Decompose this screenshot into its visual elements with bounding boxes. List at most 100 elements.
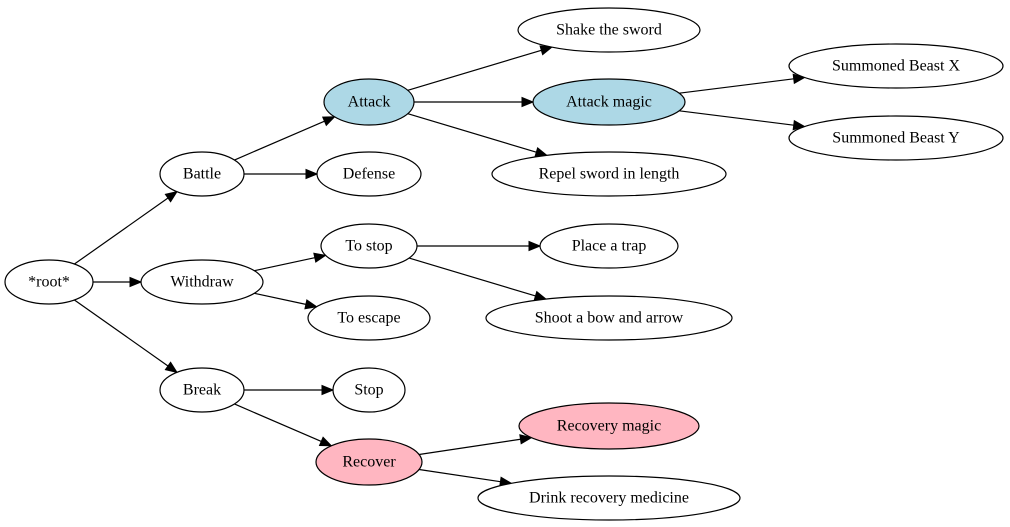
node-recover: Recover [315,438,423,486]
edge-line [419,468,501,483]
arrowhead-icon [304,299,318,310]
edge-attack-to-attack_magic [414,96,535,108]
arrowhead-icon [321,384,335,396]
node-beast-x: Summoned Beast X [788,43,1004,89]
node-ellipse [4,259,94,305]
node-ellipse [159,151,245,197]
arrowhead-icon [539,45,554,56]
edge-root-to-break [74,299,179,374]
node-ellipse [788,43,1004,89]
edges-layer [74,45,806,487]
node-recovery-magic: Recovery magic [518,402,700,450]
node-label: To escape [337,310,400,327]
node-label: Attack [348,94,391,111]
edge-withdraw-to-to_escape [254,292,318,310]
edge-line [74,299,169,367]
arrowhead-icon [528,240,542,252]
node-ellipse [477,475,741,521]
node-ellipse [159,367,245,413]
node-drink-medicine: Drink recovery medicine [477,475,741,521]
edge-root-to-battle [74,190,179,265]
edge-line [234,403,322,442]
edge-withdraw-to-to_stop [254,252,327,272]
node-shoot-bow: Shoot a bow and arrow [485,295,733,341]
arrowhead-icon [521,96,535,108]
edge-battle-to-defense [244,168,319,180]
edge-line [407,113,537,153]
node-ellipse [323,78,415,126]
node-label: Stop [354,382,383,399]
node-root: *root* [4,259,94,305]
edge-attack-to-repel_sword [407,113,549,158]
node-label: Recover [342,454,396,471]
node-ellipse [332,367,406,413]
node-label: Repel sword in length [539,166,680,183]
edge-attack-to-shake_sword [407,45,554,91]
node-ellipse [485,295,733,341]
arrowhead-icon [129,276,143,288]
node-label: Drink recovery medicine [529,490,689,507]
node-to-escape: To escape [307,295,431,341]
edge-recover-to-recovery_magic [419,434,533,456]
node-ellipse [307,295,431,341]
edge-to_stop-to-place_trap [417,240,542,252]
edge-root-to-withdraw [93,276,143,288]
edge-line [254,292,307,305]
node-label: Attack magic [566,94,652,111]
node-break: Break [159,367,245,413]
node-ellipse [539,223,679,269]
node-label: Defense [343,166,395,183]
edge-break-to-stop [244,384,335,396]
node-defense: Defense [316,151,422,197]
node-attack: Attack [323,78,415,126]
arrowhead-icon [305,168,319,180]
node-to-stop: To stop [320,223,418,269]
node-withdraw: Withdraw [140,259,264,305]
node-ellipse [315,438,423,486]
edge-line [254,257,315,272]
node-label: To stop [345,238,392,255]
node-label: Summoned Beast X [832,58,960,75]
node-attack-magic: Attack magic [532,78,686,126]
node-shake-sword: Shake the sword [517,7,701,53]
edge-battle-to-attack [234,116,336,161]
node-label: Shoot a bow and arrow [535,310,684,327]
node-ellipse [517,7,701,53]
node-label: Shake the sword [556,22,662,39]
edge-line [679,110,794,126]
node-label: *root* [28,274,70,291]
edge-line [408,257,536,297]
node-battle: Battle [159,151,245,197]
node-label: Place a trap [572,238,647,255]
node-stop: Stop [332,367,406,413]
edge-line [407,49,542,91]
node-ellipse [491,151,727,197]
arrowhead-icon [318,436,333,447]
arrowhead-icon [164,190,179,203]
edge-break-to-recover [234,403,333,447]
edge-line [234,120,325,161]
node-repel-sword: Repel sword in length [491,151,727,197]
node-beast-y: Summoned Beast Y [788,115,1004,161]
node-ellipse [532,78,686,126]
arrowhead-icon [164,361,179,374]
node-ellipse [316,151,422,197]
node-label: Recovery magic [557,418,661,435]
node-label: Battle [183,166,221,183]
edge-attack_magic-to-beast_y [679,110,806,131]
edge-line [74,197,169,265]
node-ellipse [140,259,264,305]
edge-to_stop-to-shoot_bow [408,257,548,301]
edge-line [679,78,794,94]
arrowhead-icon [321,116,336,127]
edge-attack_magic-to-beast_x [679,73,806,94]
arrowhead-icon [313,252,327,263]
node-label: Summoned Beast Y [832,130,960,147]
node-ellipse [788,115,1004,161]
edge-recover-to-drink_medicine [419,468,513,487]
node-label: Break [183,382,221,399]
node-ellipse [518,402,700,450]
edge-line [419,438,521,456]
node-place-trap: Place a trap [539,223,679,269]
